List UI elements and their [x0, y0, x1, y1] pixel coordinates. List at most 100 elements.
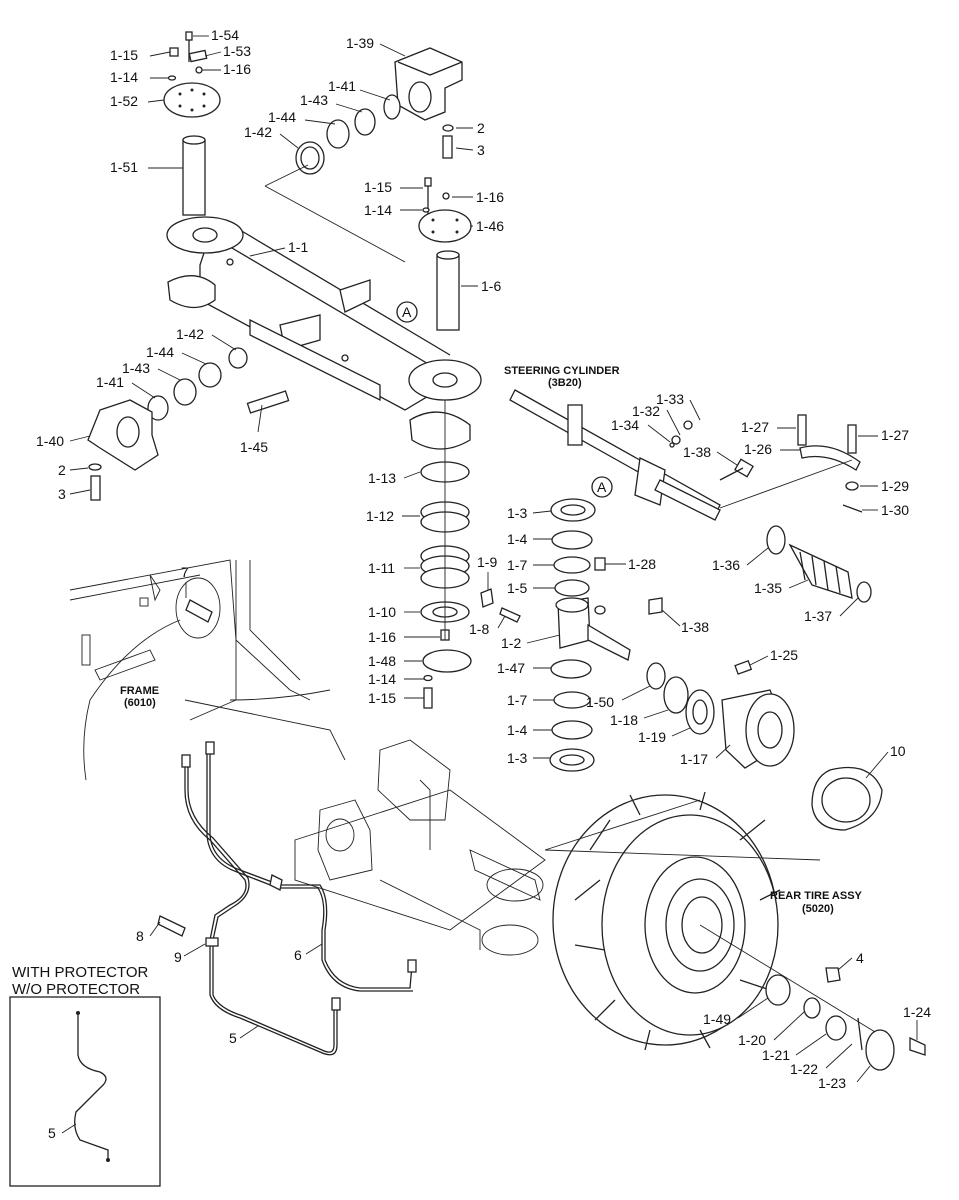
callout-3: 3 — [477, 142, 485, 158]
callout-1-15: 1-15 — [364, 179, 392, 195]
axle-support-bracket-left — [87, 347, 290, 501]
callout-1-4: 1-4 — [507, 531, 527, 547]
callout-1-3: 1-3 — [507, 750, 527, 766]
steering-cylinder-code: (3B20) — [548, 377, 582, 389]
callout-1-8: 1-8 — [469, 621, 489, 637]
callout-1-42: 1-42 — [176, 326, 204, 342]
axle-beam — [166, 216, 482, 450]
callout-1-30: 1-30 — [881, 502, 909, 518]
callout-1-33: 1-33 — [656, 391, 684, 407]
callout-1-47: 1-47 — [497, 660, 525, 676]
detail-marker-a-text: A — [597, 479, 607, 495]
callout-1-9: 1-9 — [477, 554, 497, 570]
frame-code: (6010) — [124, 697, 156, 709]
callout-1-42: 1-42 — [244, 124, 272, 140]
callout-1-41: 1-41 — [328, 78, 356, 94]
callout-1-1: 1-1 — [288, 239, 308, 255]
callout-1-5: 1-5 — [507, 580, 527, 596]
kingpin-cap-group-left — [163, 31, 221, 216]
callout-1-46: 1-46 — [476, 218, 504, 234]
callout-1-36: 1-36 — [712, 557, 740, 573]
callout-1-29: 1-29 — [881, 478, 909, 494]
callout-1-15: 1-15 — [368, 690, 396, 706]
callout-1-51: 1-51 — [110, 159, 138, 175]
axle-support-bracket-top — [264, 47, 463, 263]
kingpin-cap-group-right — [418, 177, 472, 331]
rear-tire-code: (5020) — [802, 903, 834, 915]
callout-1-17: 1-17 — [680, 751, 708, 767]
callout-8: 8 — [136, 928, 144, 944]
callout-1-53: 1-53 — [223, 43, 251, 59]
callout-5-inset: 5 — [48, 1125, 56, 1141]
callout-1-18: 1-18 — [610, 712, 638, 728]
callout-1-25: 1-25 — [770, 647, 798, 663]
detail-marker-a-top: A — [396, 301, 418, 323]
callout-1-2: 1-2 — [501, 635, 521, 651]
callout-1-19: 1-19 — [638, 729, 666, 745]
callout-1-39: 1-39 — [346, 35, 374, 51]
callout-1-27: 1-27 — [741, 419, 769, 435]
callout-2: 2 — [477, 120, 485, 136]
callout-1-13: 1-13 — [368, 470, 396, 486]
callout-1-54: 1-54 — [211, 27, 239, 43]
callout-1-27: 1-27 — [881, 427, 909, 443]
callout-1-48: 1-48 — [368, 653, 396, 669]
callout-1-16: 1-16 — [476, 189, 504, 205]
callout-leaders — [61, 35, 918, 1134]
callout-labels: 1-54 1-53 1-15 1-16 1-14 1-52 1-51 1-39 … — [36, 27, 931, 1141]
callout-1-44: 1-44 — [268, 109, 296, 125]
callout-1-20: 1-20 — [738, 1032, 766, 1048]
callout-1-35: 1-35 — [754, 580, 782, 596]
callout-4: 4 — [856, 950, 864, 966]
callout-1-26: 1-26 — [744, 441, 772, 457]
hydraulic-lines — [157, 741, 417, 1056]
callout-1-43: 1-43 — [122, 360, 150, 376]
callout-1-50: 1-50 — [586, 694, 614, 710]
callout-1-34: 1-34 — [611, 417, 639, 433]
callout-10: 10 — [890, 743, 906, 759]
rear-tire-caption: REAR TIRE ASSY — [770, 890, 863, 902]
callout-1-14: 1-14 — [364, 202, 392, 218]
callout-9: 9 — [174, 949, 182, 965]
callout-1-38: 1-38 — [683, 444, 711, 460]
callout-3: 3 — [58, 486, 66, 502]
steering-cylinder — [509, 389, 872, 603]
callout-1-15: 1-15 — [110, 47, 138, 63]
callout-1-28: 1-28 — [628, 556, 656, 572]
callout-1-41: 1-41 — [96, 374, 124, 390]
rear-tire — [544, 791, 926, 1071]
callout-1-38: 1-38 — [681, 619, 709, 635]
steering-cylinder-caption: STEERING CYLINDER — [504, 365, 620, 377]
callout-1-22: 1-22 — [790, 1061, 818, 1077]
callout-1-7: 1-7 — [507, 557, 527, 573]
detail-marker-a-text: A — [402, 304, 412, 320]
callout-1-6: 1-6 — [481, 278, 501, 294]
callout-1-12: 1-12 — [366, 508, 394, 524]
inset-title-line1: WITH PROTECTOR — [12, 964, 149, 981]
callout-1-24: 1-24 — [903, 1004, 931, 1020]
callout-1-14: 1-14 — [368, 671, 396, 687]
callout-1-43: 1-43 — [300, 92, 328, 108]
callout-1-16: 1-16 — [368, 629, 396, 645]
callout-1-23: 1-23 — [818, 1075, 846, 1091]
callout-1-40: 1-40 — [36, 433, 64, 449]
callout-1-49: 1-49 — [703, 1011, 731, 1027]
callout-1-7: 1-7 — [507, 692, 527, 708]
callout-1-16: 1-16 — [223, 61, 251, 77]
callout-1-32: 1-32 — [632, 403, 660, 419]
callout-5: 5 — [229, 1030, 237, 1046]
inset-title-line2: W/O PROTECTOR — [12, 981, 140, 998]
callout-2: 2 — [58, 462, 66, 478]
frame-caption: FRAME — [120, 685, 159, 697]
callout-6: 6 — [294, 947, 302, 963]
callout-1-44: 1-44 — [146, 344, 174, 360]
axle-assembled-view — [294, 739, 546, 956]
callout-1-11: 1-11 — [368, 560, 395, 576]
wheel-hub-assembly — [646, 660, 883, 831]
callout-1-10: 1-10 — [368, 604, 396, 620]
callout-1-21: 1-21 — [762, 1047, 790, 1063]
callout-1-3: 1-3 — [507, 505, 527, 521]
protector-inset — [9, 996, 161, 1187]
detail-marker-a-cylinder: A — [591, 476, 613, 498]
